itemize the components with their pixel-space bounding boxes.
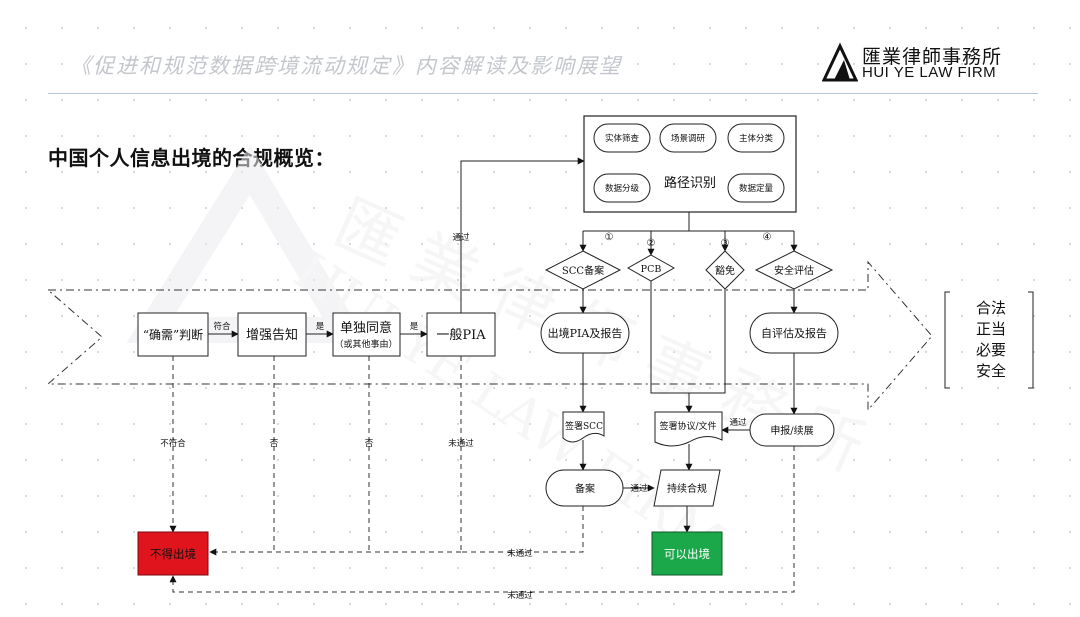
separate-consent-box — [332, 312, 401, 357]
logo-chinese-name: 匯業律師事務所 — [862, 46, 1003, 68]
path-id-label: 路径识别 — [664, 175, 716, 191]
process-band-arrow — [46, 260, 933, 412]
principle-item: 安全 — [975, 362, 1006, 380]
exemption-diamond — [705, 250, 745, 290]
path-number-4: ④ — [763, 232, 772, 243]
path-number-2: ② — [647, 238, 656, 249]
general-pia-box — [426, 312, 496, 357]
edge-pass-apply-label: 通过 — [729, 417, 747, 428]
principles-list: 合法 正当 必要 安全 — [956, 298, 1026, 382]
enhanced-notice-box — [237, 312, 307, 357]
filing-label: 备案 — [575, 482, 595, 495]
edge-yes1-label: 是 — [316, 322, 325, 332]
apply-renew-node — [749, 413, 835, 447]
edge-fail-apply-label: 未通过 — [507, 590, 533, 601]
page-header-title: 《促进和规范数据跨境流动规定》内容解读及影响展望 — [70, 54, 622, 78]
edge-fail-pia-label: 未通过 — [448, 438, 474, 449]
pia-label: 一般PIA — [436, 327, 486, 343]
principles-bracket — [944, 291, 1034, 389]
can-export-label: 可以出境 — [664, 547, 710, 561]
self-assess-label: 自评估及报告 — [761, 326, 827, 340]
can-export-box — [651, 531, 723, 576]
watermark-logo: 匯 業 律 師 事 務 所 HUI YE LAW FIRM — [126, 145, 874, 573]
necessity-label: “确需”判断 — [143, 327, 203, 342]
scene-review-node — [659, 123, 717, 153]
outbound-pia-report-node — [540, 312, 630, 354]
scc-filing-label: SCC备案 — [562, 264, 604, 277]
security-assess-label: 安全评估 — [774, 264, 814, 277]
entity-check-label: 实体筛查 — [605, 133, 640, 144]
logo-english-name: HUI YE LAW FIRM — [862, 64, 997, 81]
security-assessment-diamond — [754, 250, 834, 290]
sign-agreement-document — [654, 411, 723, 447]
edge-no2-label: 否 — [365, 439, 374, 449]
scene-review-label: 场景调研 — [671, 134, 706, 144]
subject-class-label: 主体分类 — [739, 133, 774, 144]
continuous-compliance-node — [653, 469, 721, 507]
sign-scc-label: 签署SCC — [565, 420, 603, 432]
section-title: 中国个人信息出境的合规概览： — [48, 146, 335, 170]
logo-triangle-icon — [822, 42, 858, 82]
self-assessment-report-node — [749, 312, 839, 354]
outbound-pia-label: 出境PIA及报告 — [548, 326, 623, 340]
entity-check-node — [593, 123, 651, 153]
pcb-label: PCB — [641, 264, 662, 275]
sign-agreement-label: 签署协议/文件 — [659, 420, 716, 432]
principle-item: 正当 — [975, 320, 1006, 338]
apply-renew-label: 申报/续展 — [770, 424, 813, 437]
edge-no1-label: 否 — [270, 439, 279, 449]
filing-node — [545, 469, 624, 507]
path-number-1: ① — [605, 232, 614, 243]
data-confirm-label: 数据定量 — [739, 183, 774, 194]
notice-label: 增强告知 — [246, 327, 298, 343]
sign-scc-document — [562, 411, 605, 443]
data-confirm-node — [727, 173, 785, 203]
edge-not-conform-label: 不符合 — [160, 438, 186, 449]
path-number-3: ③ — [721, 238, 730, 249]
no-export-label: 不得出境 — [150, 547, 196, 561]
no-export-box — [137, 531, 209, 576]
subject-class-node — [727, 123, 785, 153]
pcb-diamond — [626, 254, 676, 282]
consent-sub-label: （或其他事由） — [334, 338, 397, 350]
data-grading-label: 数据分级 — [605, 183, 640, 194]
edge-yes2-label: 是 — [410, 322, 419, 332]
principle-item: 必要 — [975, 341, 1006, 359]
firm-logo: 匯業律師事務所 HUI YE LAW FIRM — [822, 42, 1032, 82]
necessity-judgement-box — [137, 312, 209, 357]
edge-pass-pia-label: 通过 — [452, 232, 470, 243]
edge-fail-filing-label: 未通过 — [507, 548, 533, 559]
principle-item: 合法 — [975, 299, 1006, 317]
continuous-label: 持续合规 — [667, 482, 707, 495]
exempt-label: 豁免 — [715, 264, 735, 277]
header-divider — [48, 93, 1038, 94]
scc-filing-diamond — [544, 250, 622, 290]
data-grading-node — [593, 173, 651, 203]
edge-pass-filing-label: 通过 — [630, 483, 648, 494]
consent-main-label: 单独同意 — [340, 320, 392, 336]
edge-conform-label: 符合 — [213, 321, 231, 332]
